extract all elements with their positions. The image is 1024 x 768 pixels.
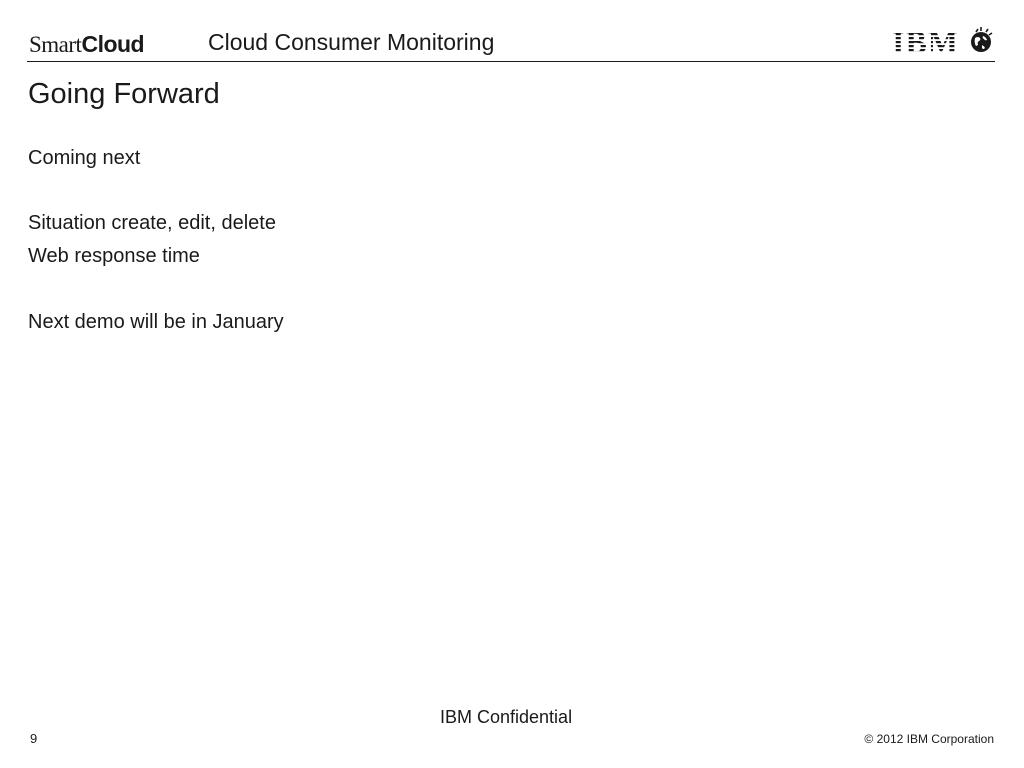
page-number: 9: [30, 731, 38, 746]
ibm-logo-text: IBM: [892, 25, 959, 57]
logo-cloud-text: Cloud: [81, 31, 145, 57]
copyright-notice: © 2012 IBM Corporation: [864, 732, 994, 746]
header-title: Cloud Consumer Monitoring: [208, 29, 495, 55]
page-title: Going Forward: [28, 78, 220, 110]
globe-icon: [971, 27, 993, 52]
confidential-label: IBM Confidential: [440, 707, 573, 727]
body-line-next-demo: Next demo will be in January: [28, 311, 284, 333]
slide-header: SmartCloud Cloud Consumer Monitoring IBM: [0, 0, 1024, 62]
ibm-logo-icon: IBM: [892, 25, 993, 57]
body-line-situation: Situation create, edit, delete: [28, 212, 276, 234]
logo-smart-text: Smart: [29, 32, 82, 57]
body-line-web-response: Web response time: [28, 245, 200, 267]
header-divider: [27, 61, 995, 62]
smartcloud-logo: SmartCloud: [29, 31, 145, 58]
body-line-coming-next: Coming next: [28, 147, 141, 169]
